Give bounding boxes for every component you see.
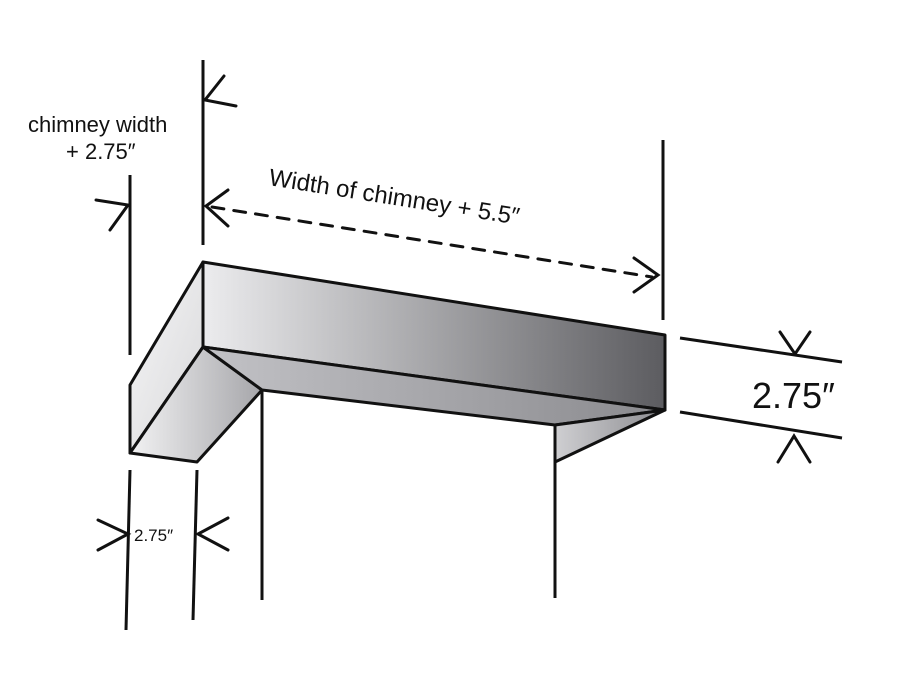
extension-lines	[124, 60, 843, 631]
extension-line-height-bottom	[679, 410, 843, 440]
depth-label-line1: chimney width	[28, 112, 167, 137]
chimney-cap	[128, 260, 667, 464]
extension-line-bottom-right	[191, 469, 199, 621]
width-arrow-left	[203, 188, 230, 228]
extension-line-bottom-left	[124, 469, 132, 631]
depth-label-line2: + 2.75″	[66, 139, 136, 164]
width-arrow-right	[632, 256, 661, 294]
chimney-walls	[260, 390, 557, 600]
side-arrow-left	[96, 518, 132, 552]
depth-arrow-left	[94, 198, 131, 232]
extension-line-height-top	[679, 336, 843, 364]
depth-arrow-top	[202, 74, 238, 108]
dimension-markers	[94, 74, 812, 552]
height-label: 2.75″	[752, 375, 835, 416]
width-dimension-dashed-line	[210, 205, 654, 279]
side-arrow-right	[194, 516, 230, 552]
height-arrow-bottom	[776, 433, 812, 464]
height-arrow-top	[778, 330, 812, 357]
side-label: 2.75″	[134, 526, 173, 545]
